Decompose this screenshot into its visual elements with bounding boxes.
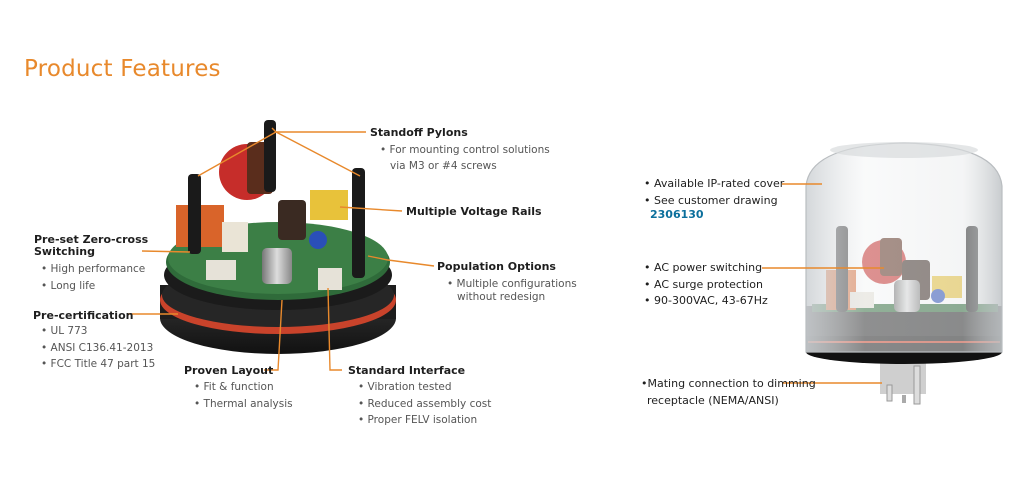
zero-cross-label-line2: Switching — [34, 245, 95, 258]
population-detail-2: without redesign — [457, 291, 546, 303]
layout-detail-2: Thermal analysis — [194, 396, 293, 413]
interface-detail-1: Vibration tested — [358, 379, 491, 396]
proven-layout-label: Proven Layout — [184, 364, 274, 377]
zero-cross-label: Pre-set Zero-cross Switching — [34, 234, 148, 258]
proven-layout-details: Fit & function Thermal analysis — [194, 379, 293, 412]
cover-line-2: • See customer drawing — [644, 193, 778, 207]
page-title: Product Features — [24, 56, 221, 82]
power-line-1: • AC power switching — [644, 261, 763, 274]
pre-certification-label: Pre-certification — [33, 309, 134, 322]
mating-callout: •Mating connection to dimming receptacle… — [641, 376, 816, 409]
zero-cross-details: High performance Long life — [41, 261, 146, 295]
standoff-detail-2: via M3 or #4 screws — [390, 160, 497, 172]
population-options-label: Population Options — [437, 260, 556, 273]
interface-detail-2: Reduced assembly cost — [358, 396, 492, 413]
population-detail-1: Multiple configurations — [447, 276, 577, 293]
zero-cross-detail-1: High performance — [41, 261, 146, 278]
interface-detail-3: Proper FELV isolation — [358, 412, 491, 429]
controller-board-image — [160, 120, 396, 354]
population-details: Multiple configurations — [447, 276, 577, 293]
standard-interface-details: Vibration tested Reduced assembly cost P… — [358, 379, 492, 429]
precert-detail-3: FCC Title 47 part 15 — [41, 356, 156, 373]
zero-cross-detail-2: Long life — [41, 278, 145, 295]
voltage-rails-label: Multiple Voltage Rails — [406, 205, 542, 218]
standoff-detail-1: For mounting control solutions — [380, 142, 550, 159]
standoff-pylons-label: Standoff Pylons — [370, 126, 468, 139]
cover-callout: • Available IP-rated cover • See custome… — [644, 176, 784, 209]
mating-line-2: receptacle (NEMA/ANSI) — [647, 393, 779, 407]
layout-detail-1: Fit & function — [194, 379, 293, 396]
precert-detail-2: ANSI C136.41-2013 — [41, 340, 155, 357]
power-callout: • AC power switching • AC surge protecti… — [644, 260, 768, 310]
customer-drawing-link[interactable]: 2306130 — [650, 208, 704, 221]
power-line-3: • 90-300VAC, 43-67Hz — [644, 294, 768, 307]
pre-certification-details: UL 773 ANSI C136.41-2013 FCC Title 47 pa… — [41, 323, 156, 373]
cover-line-1: • Available IP-rated cover — [644, 177, 785, 190]
covered-device-image — [805, 142, 1003, 405]
mating-line-1: •Mating connection to dimming — [641, 377, 816, 390]
zero-cross-label-line1: Pre-set Zero-cross — [34, 233, 149, 246]
power-line-2: • AC surge protection — [644, 277, 763, 291]
standoff-detail-2-wrap: via M3 or #4 screws — [390, 158, 497, 175]
standard-interface-label: Standard Interface — [348, 364, 466, 377]
precert-detail-1: UL 773 — [41, 323, 155, 340]
standoff-pylons-details: For mounting control solutions — [380, 142, 550, 159]
population-detail-2-wrap: without redesign — [457, 289, 545, 306]
